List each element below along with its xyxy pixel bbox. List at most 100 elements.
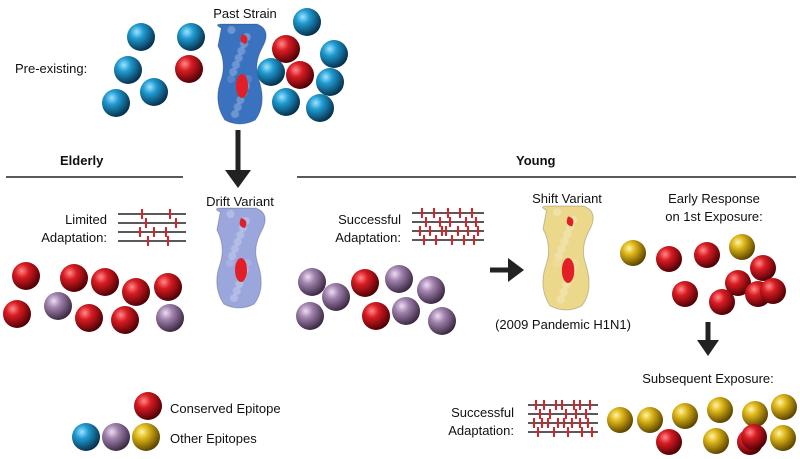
successful-adaptation-mutation-lines: [412, 208, 484, 245]
protein-texture: [233, 238, 242, 246]
protein-surface: [215, 207, 266, 309]
protein-texture: [236, 231, 245, 239]
successful-adaptation-label-2: Adaptation:: [335, 230, 401, 245]
early-response-label-2: on 1st Exposure:: [665, 209, 763, 224]
past-strain-protein: [216, 23, 267, 125]
conserved-epitope-sphere: [91, 268, 119, 296]
mutation-patch: [239, 218, 247, 228]
mutation-patch: [235, 258, 247, 282]
past-strain-label: Past Strain: [213, 6, 277, 21]
legend-conserved-label: Conserved Epitope: [170, 401, 281, 416]
mutation-patch: [236, 74, 248, 98]
conserved-epitope-sphere: [111, 306, 139, 334]
conserved-epitope-sphere: [694, 242, 720, 268]
protein-texture: [227, 75, 235, 83]
other-epitope-sphere: [102, 423, 130, 451]
protein-texture: [552, 259, 561, 268]
other-epitope-sphere: [771, 394, 797, 420]
conserved-epitope-sphere: [656, 429, 682, 455]
protein-texture: [235, 54, 244, 62]
conserved-epitope-sphere: [12, 262, 40, 290]
other-epitope-sphere: [607, 407, 633, 433]
protein-texture: [559, 288, 569, 297]
other-epitope-sphere: [257, 58, 285, 86]
subsequent-adaptation-mutation-lines: [528, 400, 598, 437]
conserved-epitope-sphere: [60, 264, 88, 292]
protein-texture: [234, 238, 243, 246]
other-epitope-sphere: [102, 89, 130, 117]
protein-texture: [229, 68, 238, 76]
protein-texture: [237, 47, 246, 55]
other-epitope-sphere: [298, 268, 326, 296]
conserved-epitope-sphere: [175, 55, 203, 83]
subsequent-exposure-epitopes: [607, 394, 797, 455]
elderly-header: Elderly: [60, 153, 104, 168]
other-epitope-sphere: [296, 302, 324, 330]
protein-texture: [553, 208, 562, 217]
early-response-epitopes: [620, 234, 786, 315]
other-epitope-sphere: [306, 94, 334, 122]
mutation-patch: [566, 216, 574, 227]
other-epitope-sphere: [320, 40, 348, 68]
other-epitope-sphere: [293, 8, 321, 36]
arrow-down-to-drift: [225, 130, 251, 188]
protein-texture: [226, 259, 234, 267]
other-epitope-sphere: [672, 403, 698, 429]
protein-texture: [552, 208, 561, 217]
other-epitope-sphere: [428, 307, 456, 335]
protein-texture: [561, 280, 571, 290]
conserved-epitope-sphere: [709, 289, 735, 315]
conserved-epitope-sphere: [760, 278, 786, 304]
arrow-down-to-subsequent: [697, 322, 719, 356]
other-epitope-sphere: [385, 265, 413, 293]
conserved-epitope-sphere: [154, 273, 182, 301]
successful-adaptation-bottom-label-2: Adaptation:: [448, 423, 514, 438]
conserved-epitope-sphere: [656, 246, 682, 272]
other-epitope-sphere: [322, 283, 350, 311]
mutation-patch: [240, 34, 248, 44]
protein-texture: [233, 287, 242, 295]
protein-texture: [556, 295, 565, 304]
other-epitope-sphere: [770, 425, 796, 451]
protein-texture: [230, 245, 239, 253]
pandemic-note-label: (2009 Pandemic H1N1): [495, 317, 631, 332]
protein-texture: [555, 251, 564, 261]
limited-adaptation-label-2: Adaptation:: [41, 230, 107, 245]
legend-swatches: [72, 392, 162, 451]
protein-texture: [227, 26, 235, 34]
arrow-right-to-shift: [490, 258, 524, 282]
protein-texture: [226, 210, 235, 218]
protein-surface: [542, 205, 594, 311]
other-epitope-sphere: [132, 423, 160, 451]
protein-texture: [233, 103, 242, 111]
other-epitope-sphere: [127, 23, 155, 51]
protein-texture: [557, 295, 566, 304]
protein-texture: [235, 280, 244, 288]
protein-texture: [236, 47, 245, 55]
limited-adaptation-label-1: Limited: [65, 212, 107, 227]
shift-variant-label: Shift Variant: [532, 191, 602, 206]
successful-adaptation-label-1: Successful: [338, 212, 401, 227]
drift-variant-protein: [215, 207, 266, 309]
protein-texture: [231, 61, 240, 69]
other-epitope-sphere: [44, 292, 72, 320]
other-epitope-sphere: [703, 428, 729, 454]
protein-texture: [231, 110, 240, 118]
mutation-patch: [561, 258, 575, 283]
conserved-epitope-sphere: [134, 392, 162, 420]
protein-texture: [559, 288, 568, 297]
other-epitope-sphere: [114, 56, 142, 84]
protein-texture: [228, 252, 237, 260]
conserved-epitope-sphere: [286, 61, 314, 89]
conserved-epitope-sphere: [272, 35, 300, 63]
protein-texture: [226, 210, 234, 218]
protein-texture: [563, 229, 573, 239]
protein-texture: [558, 244, 567, 253]
drift-variant-label: Drift Variant: [206, 194, 274, 209]
conserved-epitope-sphere: [3, 300, 31, 328]
protein-texture: [562, 280, 572, 290]
other-epitope-sphere: [140, 78, 168, 106]
conserved-epitope-sphere: [725, 270, 751, 296]
other-epitope-sphere: [707, 397, 733, 423]
